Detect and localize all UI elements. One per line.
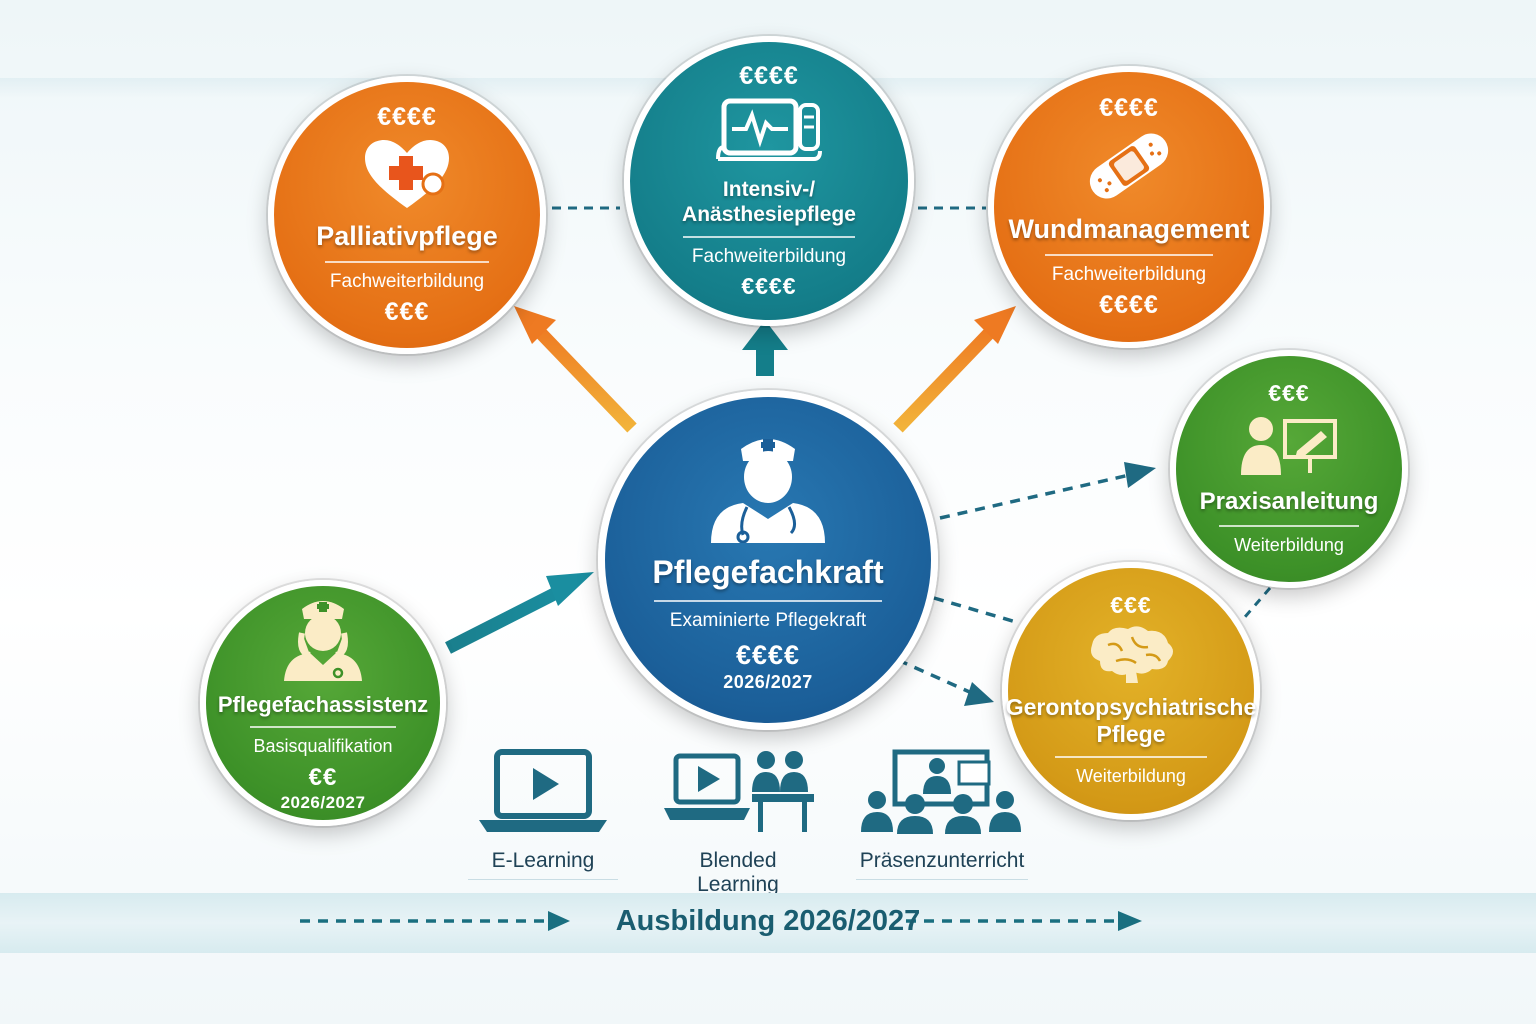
method-label: Präsenzunterricht	[859, 849, 1025, 872]
laptop-video-icon	[468, 748, 618, 839]
price-bottom: €€€€	[1099, 290, 1159, 319]
divider	[682, 235, 856, 238]
dashed-arrow-to-geronto	[897, 658, 994, 706]
node-subtitle: Fachweiterbildung	[691, 245, 847, 267]
node-subtitle: Basisqualifikation	[253, 736, 393, 757]
timeline-label: Ausbildung 2026/2027	[615, 905, 921, 937]
dashed-arrow-to-praxis	[939, 462, 1156, 520]
node-subtitle: Examinierte Pflegekraft	[669, 609, 867, 631]
classroom-icon	[856, 748, 1028, 839]
monitor-icon	[714, 97, 824, 172]
method-blended-learning[interactable]: Blended Learning	[658, 748, 818, 904]
node-gerontopsychiatrische-pflege[interactable]: €€€ Gerontopsychiatrische Pflege Weiterb…	[1002, 562, 1260, 820]
year-label: 2026/2027	[280, 792, 366, 812]
node-palliativpflege[interactable]: €€€€ Palliativpflege Fachweiterbildung €…	[268, 76, 546, 354]
arrow-assistenz-to-fachkraft	[445, 572, 594, 654]
divider	[1045, 254, 1213, 257]
heart-medical-icon	[361, 138, 453, 215]
price-top: €€€	[1268, 379, 1310, 406]
node-subtitle: Fachweiterbildung	[1051, 264, 1207, 286]
node-praxisanleitung[interactable]: €€€ Praxisanleitung Weiterbildung	[1170, 350, 1408, 588]
dashed-link-to-geronto	[933, 596, 1017, 624]
arrow-to-wund	[893, 306, 1016, 433]
method-label: Blended Learning	[697, 849, 779, 896]
price: €€	[308, 763, 338, 791]
price-top: €€€	[1110, 592, 1152, 619]
nurse-female-icon	[280, 593, 366, 686]
divider	[1218, 524, 1360, 527]
price-top: €€€€	[1099, 94, 1159, 123]
price-top: €€€€	[377, 103, 437, 132]
node-title: Pflegefachkraft	[652, 553, 884, 590]
timeline-bar: Ausbildung 2026/2027	[0, 893, 1536, 953]
dashed-link-praxis-geronto	[1242, 587, 1272, 619]
arrow-to-palliativ	[514, 306, 637, 433]
node-title: Wundmanagement	[1008, 214, 1250, 245]
timeline-arrows	[300, 911, 1142, 931]
node-subtitle: Weiterbildung	[1234, 534, 1344, 555]
divider	[653, 599, 883, 602]
brain-icon	[1086, 625, 1176, 688]
method-underline	[856, 879, 1028, 880]
price: €€€€	[735, 640, 801, 671]
laptop-group-icon	[658, 748, 818, 839]
divider	[324, 261, 490, 264]
method-label: E-Learning	[491, 849, 595, 872]
node-subtitle: Fachweiterbildung	[329, 271, 485, 293]
divider	[250, 726, 396, 729]
node-title: Pflegefachassistenz	[217, 692, 429, 718]
nurse-icon	[703, 427, 833, 548]
method-e-learning[interactable]: E-Learning	[468, 748, 618, 880]
node-intensiv-anaesthesiepflege[interactable]: €€€€ Intensiv-/ Anästhesiepflege Fachwei…	[624, 36, 914, 326]
node-title: Palliativpflege	[316, 221, 498, 252]
price-bottom: €€€	[384, 297, 430, 326]
divider	[1054, 756, 1208, 759]
teacher-board-icon	[1237, 413, 1341, 482]
method-underline	[468, 879, 618, 880]
node-title: Intensiv-/ Anästhesiepflege	[682, 178, 856, 226]
bandage-icon	[1079, 129, 1179, 208]
price-bottom: €€€€	[741, 272, 797, 299]
node-subtitle: Weiterbildung	[1076, 766, 1186, 787]
price-top: €€€€	[739, 62, 799, 91]
arrow-to-intensiv	[742, 320, 788, 376]
node-pflegefachkraft[interactable]: Pflegefachkraft Examinierte Pflegekraft …	[598, 390, 938, 730]
year-label: 2026/2027	[723, 672, 813, 693]
node-wundmanagement[interactable]: €€€€ Wundmanagement Fachweiterbildung €€…	[988, 66, 1270, 348]
node-title: Gerontopsychiatrische Pflege	[1005, 694, 1257, 747]
method-praesenzunterricht[interactable]: Präsenzunterricht	[856, 748, 1028, 880]
node-title: Praxisanleitung	[1199, 487, 1379, 515]
node-pflegefachassistenz[interactable]: Pflegefachassistenz Basisqualifikation €…	[200, 580, 446, 826]
